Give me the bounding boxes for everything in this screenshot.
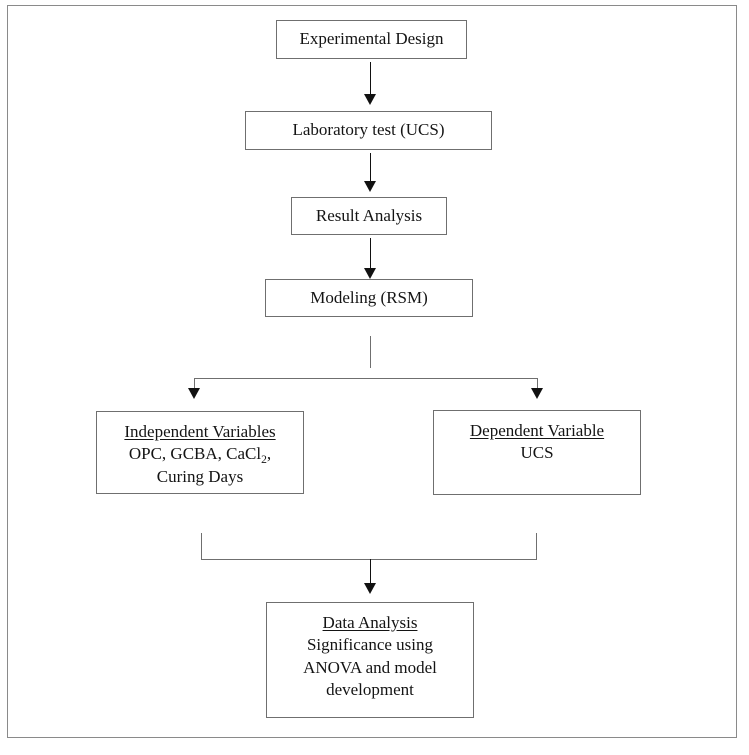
node-modeling-label: Modeling (RSM) xyxy=(310,287,428,307)
node-dependent-variable-line-1: UCS xyxy=(520,443,554,463)
node-independent-variables: Independent Variables OPC, GCBA, CaCl2, … xyxy=(96,411,304,494)
arrow-shaft xyxy=(370,238,371,270)
node-independent-variables-title: Independent Variables xyxy=(124,422,276,441)
arrow-shaft xyxy=(370,62,371,96)
node-laboratory-test: Laboratory test (UCS) xyxy=(245,111,492,150)
merge-drop-shaft xyxy=(370,559,371,586)
node-result-analysis-label: Result Analysis xyxy=(315,205,423,225)
merge-right-riser xyxy=(536,533,537,560)
arrow-head-icon xyxy=(364,181,376,192)
node-dependent-variable-title: Dependent Variable xyxy=(469,421,605,440)
node-independent-variables-line-2: Curing Days xyxy=(156,466,244,486)
node-data-analysis-line-2: ANOVA and model xyxy=(303,657,437,677)
node-modeling: Modeling (RSM) xyxy=(265,279,473,317)
arrow-head-icon xyxy=(531,388,543,399)
node-laboratory-test-label: Laboratory test (UCS) xyxy=(292,120,445,140)
node-result-analysis: Result Analysis xyxy=(291,197,447,235)
node-experimental-design-label: Experimental Design xyxy=(299,29,444,49)
split-right-drop xyxy=(537,378,538,391)
arrow-head-icon xyxy=(364,583,376,594)
arrow-head-icon xyxy=(188,388,200,399)
split-left-drop xyxy=(194,378,195,391)
node-dependent-variable: Dependent Variable UCS xyxy=(433,410,641,495)
node-experimental-design: Experimental Design xyxy=(276,20,467,59)
arrow-head-icon xyxy=(364,268,376,279)
node-data-analysis-line-3: development xyxy=(326,680,414,700)
independent-variables-formula-suffix: , xyxy=(266,444,272,464)
independent-variables-formula-subscript: 2 xyxy=(261,452,267,466)
split-horizontal-bar xyxy=(194,378,538,379)
independent-variables-formula-prefix: OPC, GCBA, CaCl xyxy=(128,444,262,464)
arrow-head-icon xyxy=(364,94,376,105)
node-data-analysis-line-1: Significance using xyxy=(306,635,434,655)
arrow-shaft xyxy=(370,153,371,183)
split-stub-line xyxy=(370,336,371,368)
merge-left-riser xyxy=(201,533,202,560)
node-independent-variables-line-1: OPC, GCBA, CaCl2, xyxy=(129,443,271,465)
node-data-analysis: Data Analysis Significance using ANOVA a… xyxy=(266,602,474,718)
node-data-analysis-title: Data Analysis xyxy=(322,613,418,632)
merge-horizontal-bar xyxy=(201,559,537,560)
